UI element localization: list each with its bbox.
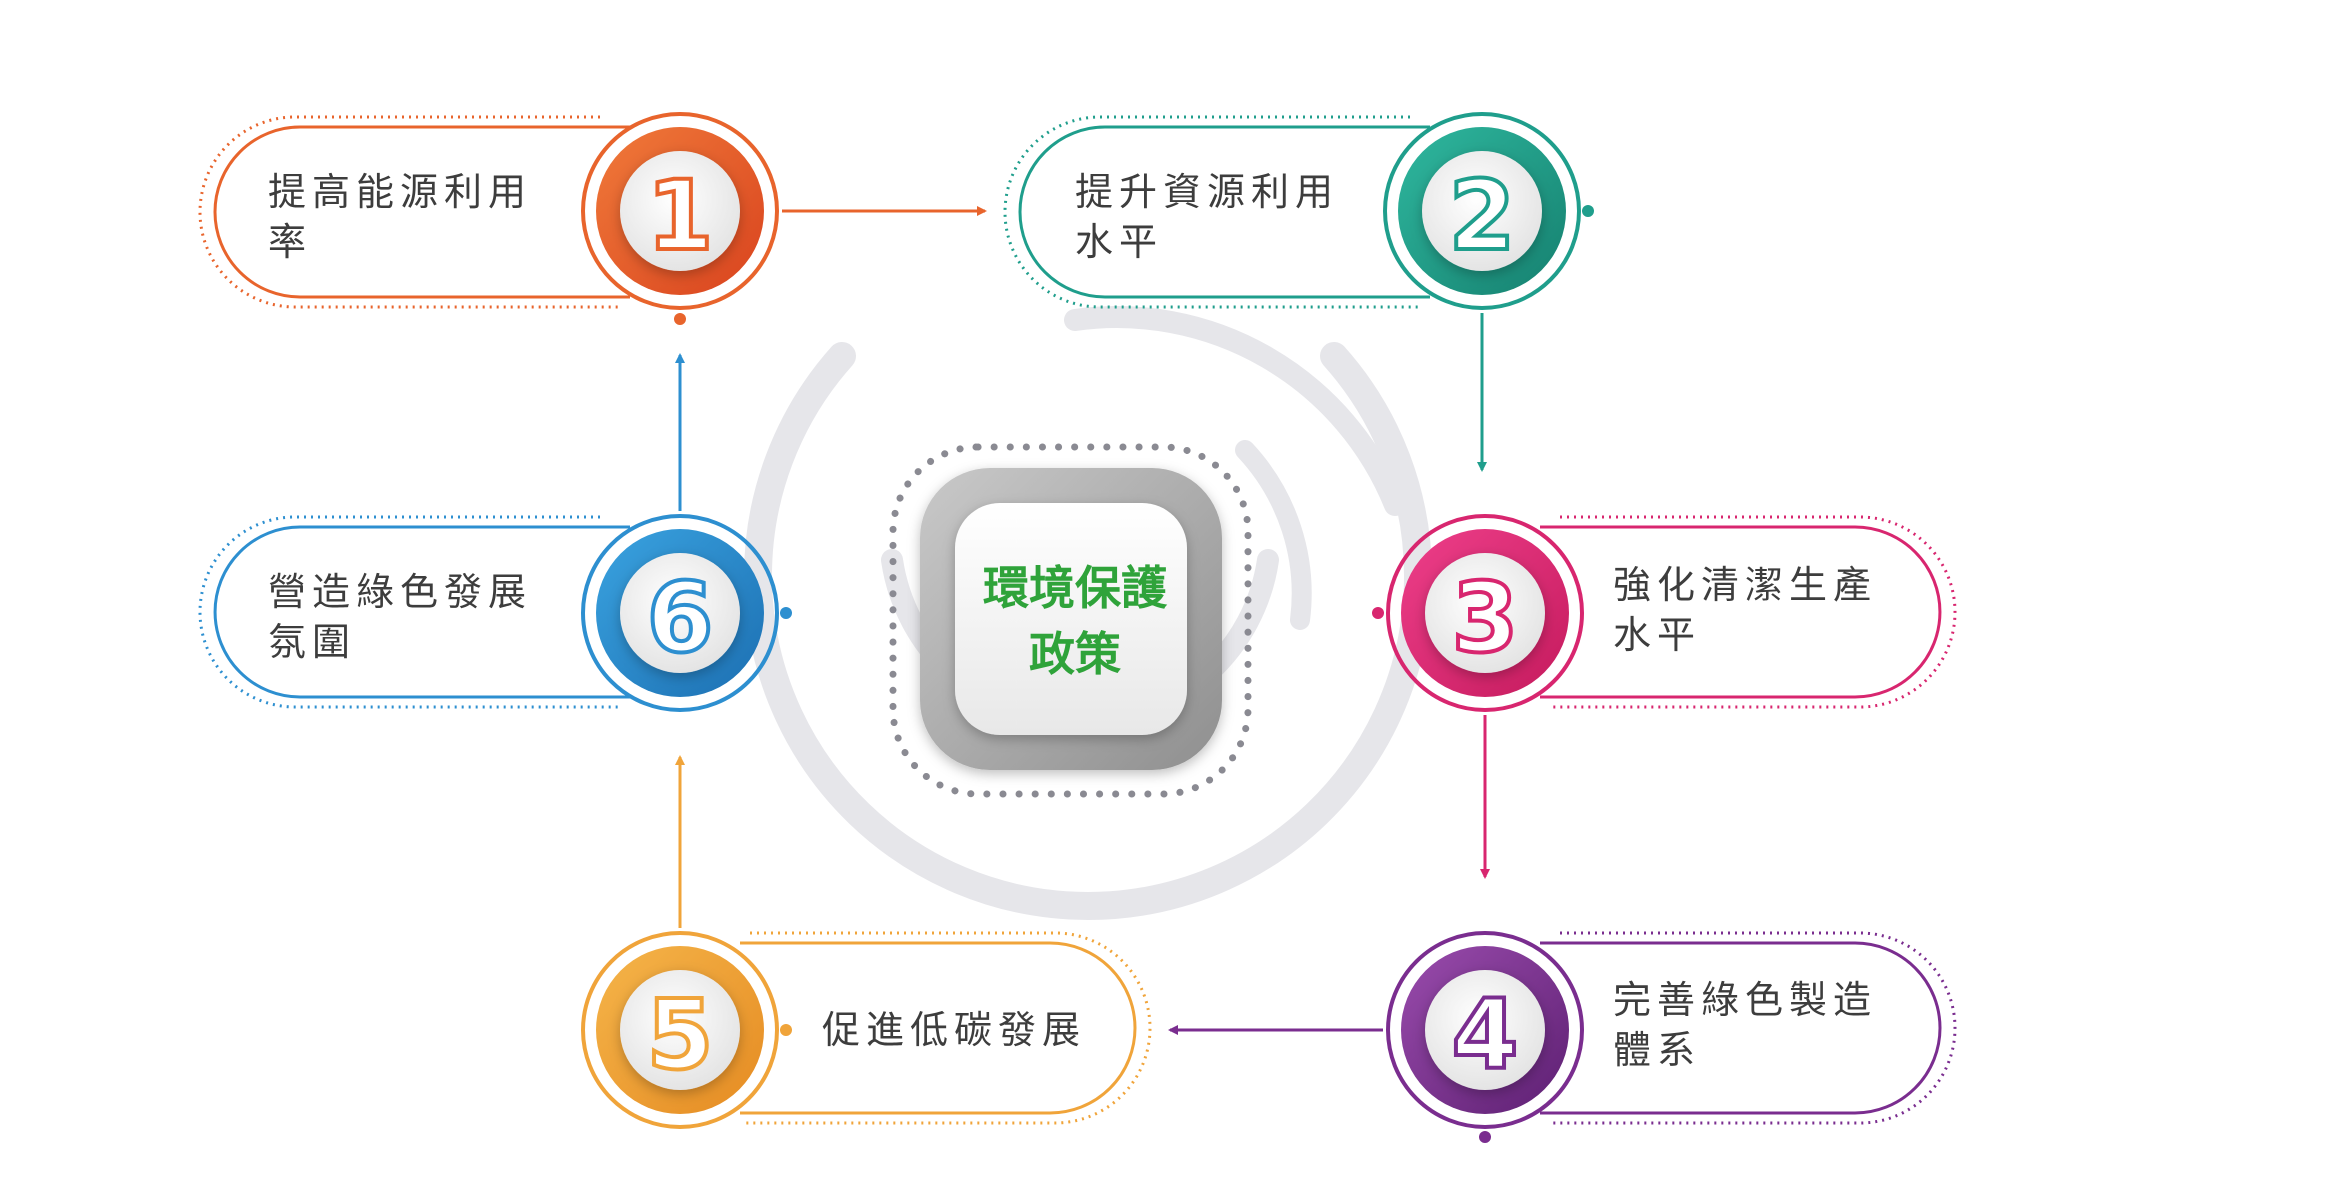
center-title-line2: 政策 xyxy=(1029,627,1121,681)
step-2-pill xyxy=(1018,125,1430,299)
step-6-label-line2: 氛圍 xyxy=(268,620,357,664)
step-6-pill-dotted xyxy=(198,515,620,709)
step-5-dot xyxy=(780,1024,792,1036)
step-2-group xyxy=(1003,112,1594,310)
step-6-group xyxy=(198,514,792,712)
step-3-label-line2: 水平 xyxy=(1613,613,1702,657)
step-5-pill xyxy=(740,941,1137,1115)
step-2-ring xyxy=(1383,112,1581,310)
center-hub xyxy=(889,443,1252,798)
step-2-dot xyxy=(1582,205,1594,217)
step-6-pill xyxy=(213,525,630,699)
step-3-label: 強化清潔生產 水平 xyxy=(1613,560,1877,660)
step-5-ring xyxy=(581,931,779,1129)
step-4-dot xyxy=(1479,1131,1491,1143)
step-5-label: 促進低碳發展 xyxy=(822,1005,1086,1055)
step-6-label-line1: 營造綠色發展 xyxy=(268,570,533,614)
step-1-group xyxy=(198,112,779,325)
step-2-label-line2: 水平 xyxy=(1075,220,1164,264)
center-title: 環境保護 政策 xyxy=(930,555,1220,687)
step-6-dot xyxy=(780,607,792,619)
step-6-ring xyxy=(581,514,779,712)
step-2-pill-dotted xyxy=(1003,115,1420,309)
step-6-number: 6 xyxy=(647,562,714,674)
step-5-group xyxy=(581,931,1152,1129)
step-4-pill-dotted xyxy=(1550,931,1957,1125)
step-5-number: 5 xyxy=(647,979,714,1091)
connector-arrows xyxy=(675,206,1490,1035)
center-title-line1: 環境保護 xyxy=(983,561,1167,615)
step-1-ring xyxy=(581,112,779,310)
step-3-ring xyxy=(1386,514,1584,712)
step-3-group xyxy=(1372,514,1957,712)
step-4-group xyxy=(1386,931,1957,1143)
step-2-number: 2 xyxy=(1449,160,1516,272)
step-4-number: 4 xyxy=(1452,979,1519,1091)
step-5-pill-dotted xyxy=(745,931,1152,1125)
step-2-label: 提升資源利用 水平 xyxy=(1075,167,1339,267)
step-1-pill xyxy=(213,125,630,299)
step-numbers: 1 2 3 4 5 6 xyxy=(645,158,1521,1093)
step-5-label-line1: 促進低碳發展 xyxy=(822,1008,1087,1052)
step-1-label-line1: 提高能源利用 xyxy=(268,170,533,214)
step-1-number: 1 xyxy=(647,160,714,272)
step-4-ring xyxy=(1386,931,1584,1129)
step-4-label-line1: 完善綠色製造 xyxy=(1613,978,1878,1022)
step-3-number: 3 xyxy=(1452,562,1519,674)
step-2-label-line1: 提升資源利用 xyxy=(1075,170,1340,214)
step-3-label-line1: 強化清潔生產 xyxy=(1613,563,1878,607)
step-3-pill xyxy=(1540,525,1942,699)
step-6-label: 營造綠色發展 氛圍 xyxy=(268,567,532,667)
step-1-label: 提高能源利用 率 xyxy=(268,167,532,267)
step-1-label-line2: 率 xyxy=(268,220,313,264)
step-4-label-line2: 體系 xyxy=(1613,1028,1702,1072)
step-1-pill-dotted xyxy=(198,115,620,309)
step-1-dot xyxy=(674,313,686,325)
step-3-pill-dotted xyxy=(1550,515,1957,709)
step-4-label: 完善綠色製造 體系 xyxy=(1613,975,1877,1075)
step-4-pill xyxy=(1540,941,1942,1115)
step-3-dot xyxy=(1372,607,1384,619)
